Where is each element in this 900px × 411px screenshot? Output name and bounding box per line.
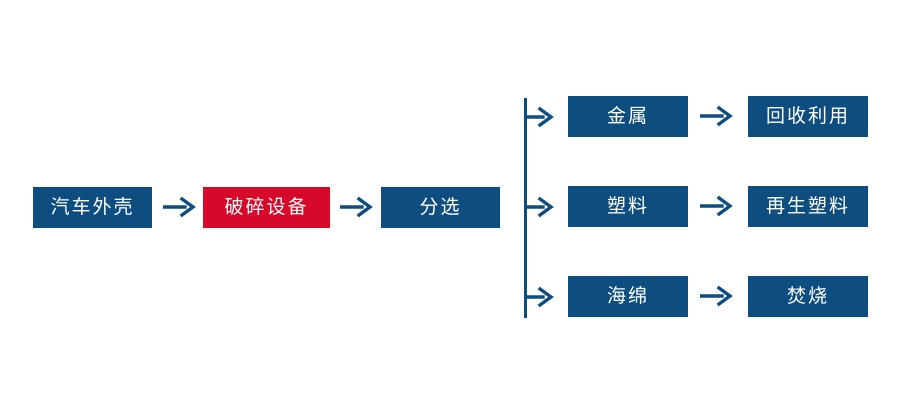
node-destination-regenerated-plastic[interactable]: 再生塑料	[748, 186, 868, 227]
node-car-shell[interactable]: 汽车外壳	[33, 187, 152, 228]
arrow-crusher-to-sorting	[340, 194, 374, 220]
branch-arrow-to-metal	[525, 104, 555, 130]
node-destination-recycle-reuse[interactable]: 回收利用	[748, 96, 868, 137]
arrow-shell-to-crusher	[163, 194, 197, 220]
arrow-plastic-to-regenerated	[700, 193, 734, 219]
node-material-sponge[interactable]: 海绵	[568, 276, 688, 317]
branch-arrow-to-sponge	[525, 284, 555, 310]
node-material-metal[interactable]: 金属	[568, 96, 688, 137]
node-sorting[interactable]: 分选	[381, 187, 500, 228]
node-crushing-equipment[interactable]: 破碎设备	[203, 187, 330, 228]
arrow-sponge-to-incineration	[700, 283, 734, 309]
node-destination-incineration[interactable]: 焚烧	[748, 276, 868, 317]
node-material-plastic[interactable]: 塑料	[568, 186, 688, 227]
branch-arrow-to-plastic	[525, 194, 555, 220]
arrow-metal-to-reuse	[700, 103, 734, 129]
